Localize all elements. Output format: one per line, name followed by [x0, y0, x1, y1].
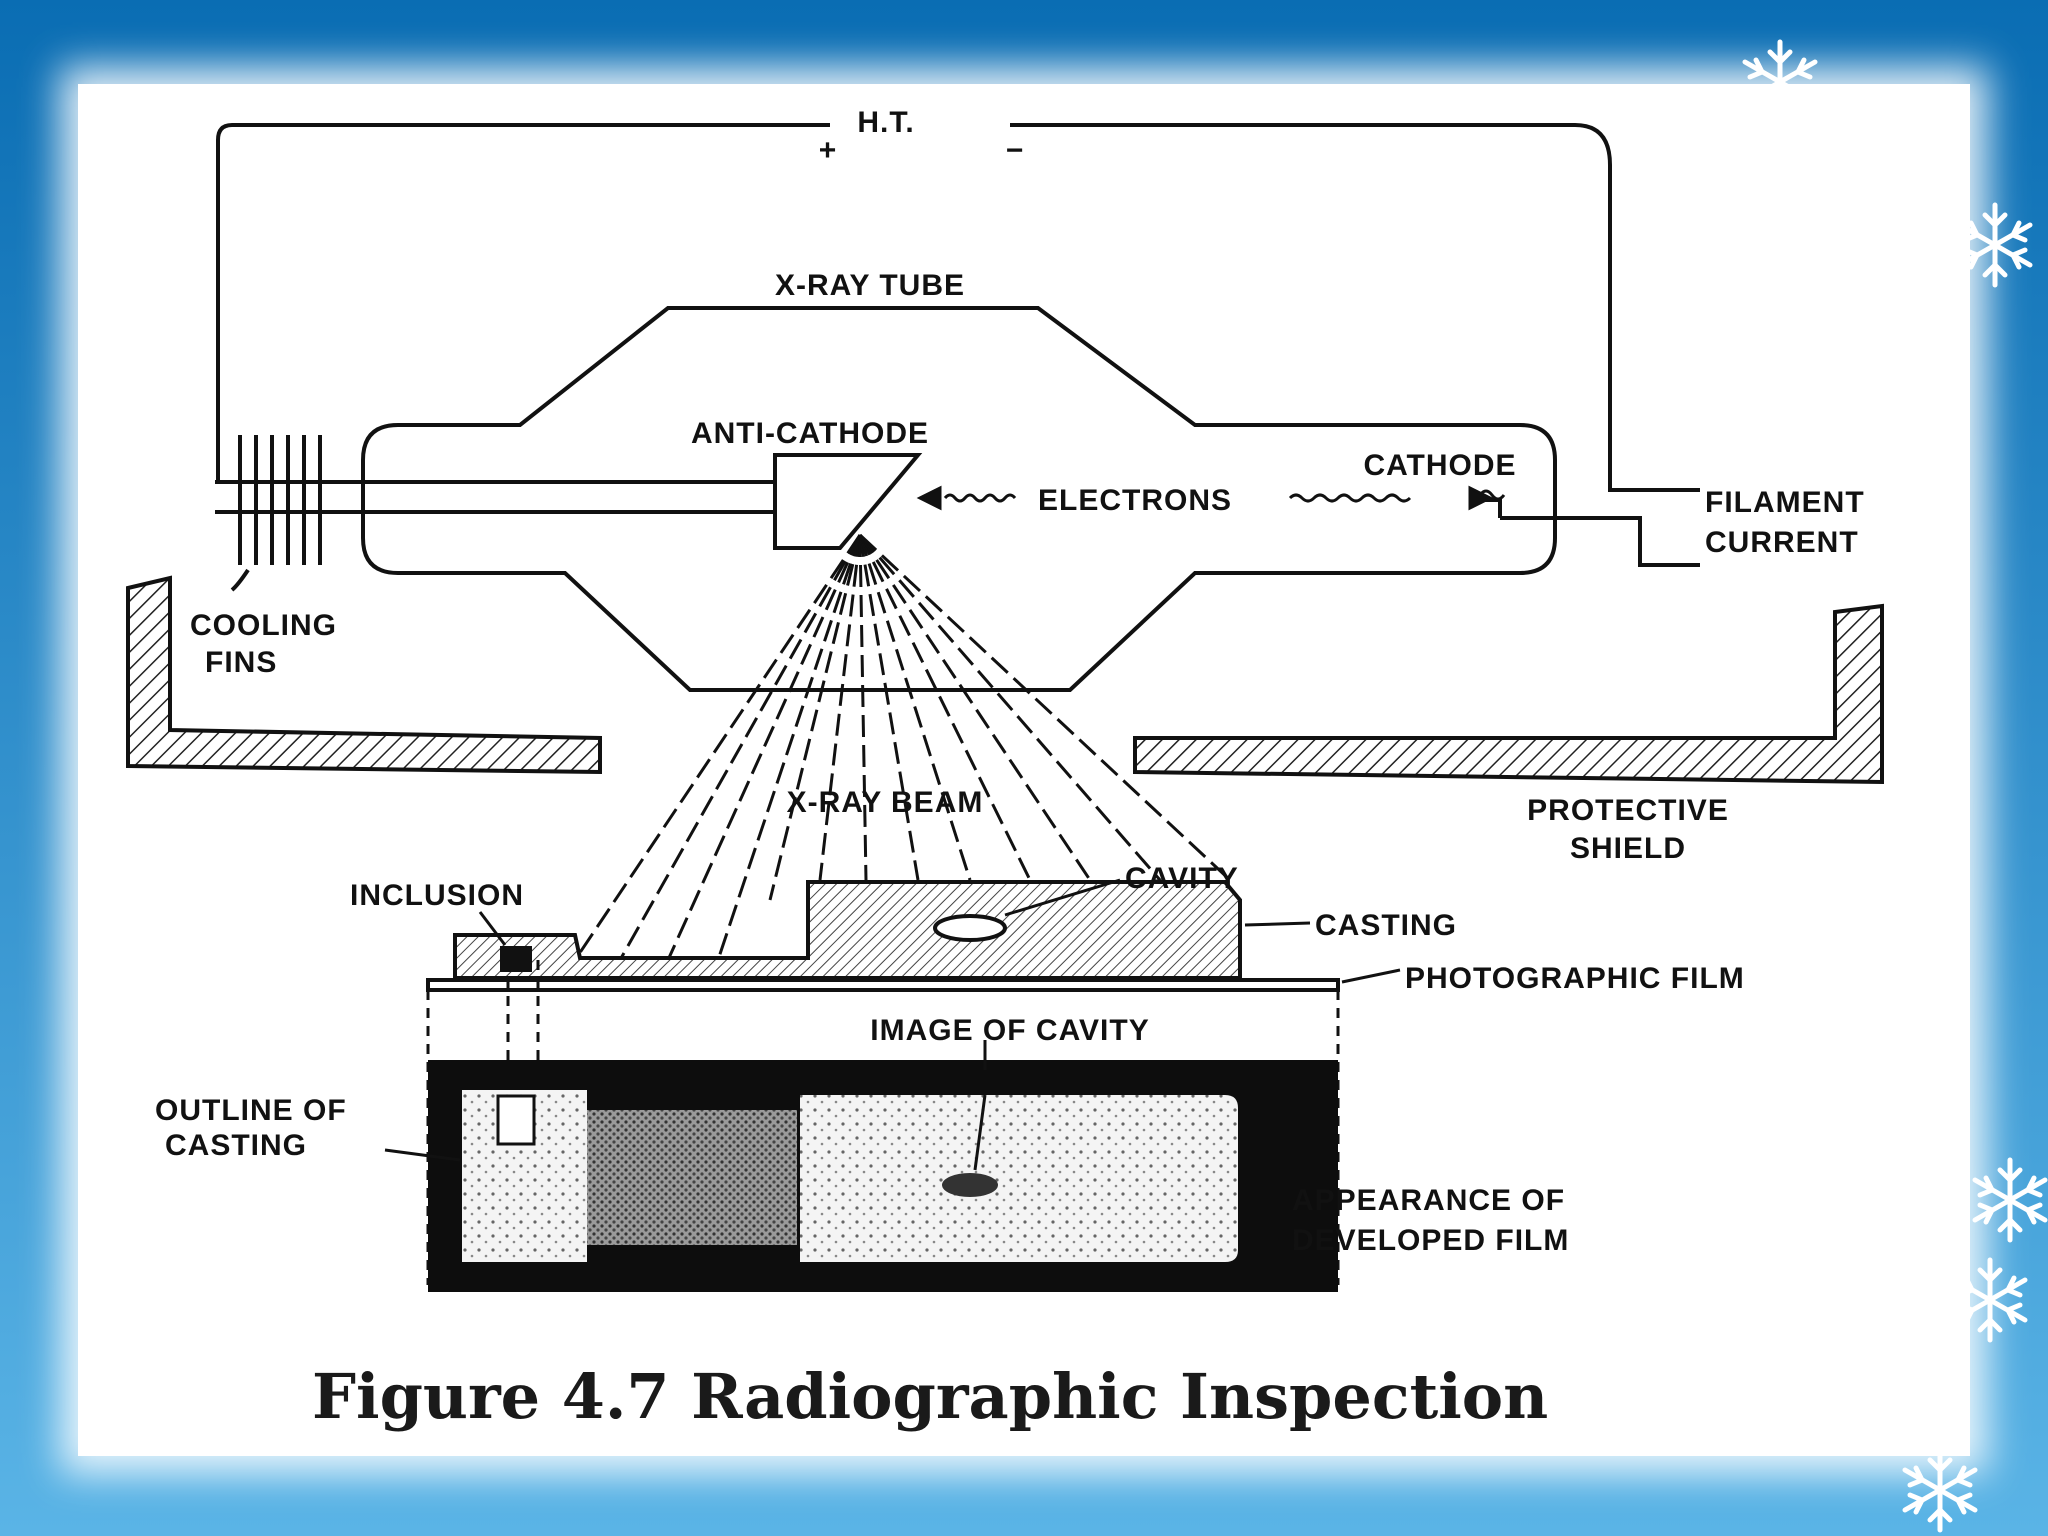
photographic-film	[426, 978, 1340, 992]
cooling-label: COOLING	[190, 609, 337, 642]
protective-shield-right	[1133, 603, 1884, 785]
cooling-fins	[238, 435, 322, 565]
xray-tube-label: X-RAY TUBE	[775, 269, 965, 302]
anode-rod	[215, 480, 775, 514]
protective-label: PROTECTIVE	[1527, 794, 1729, 827]
filament-label: FILAMENT	[1705, 486, 1865, 519]
label-leaders	[384, 878, 1401, 1162]
ht-label: H.T.	[857, 106, 914, 139]
cooling-fins-leader	[230, 568, 250, 592]
cavity-label: CAVITY	[1125, 862, 1239, 895]
ht-circuit	[216, 123, 1700, 567]
cavity-image	[942, 1173, 998, 1197]
developed-film	[428, 1040, 1338, 1292]
shield-label: SHIELD	[1570, 832, 1686, 865]
casting	[453, 880, 1242, 980]
cathode-label: CATHODE	[1363, 449, 1516, 482]
image-of-cavity-label: IMAGE OF CAVITY	[870, 1014, 1149, 1047]
outline-of-label: OUTLINE OF	[155, 1094, 347, 1127]
xray-beam-label: X-RAY BEAM	[787, 786, 984, 819]
fins-label: FINS	[205, 646, 277, 679]
xray-beam	[573, 533, 1232, 961]
protective-shield-left	[126, 575, 602, 775]
anti-cathode	[773, 453, 923, 550]
anti-cathode-label: ANTI-CATHODE	[691, 417, 929, 450]
inclusion-label: INCLUSION	[350, 879, 524, 912]
inclusion	[500, 946, 532, 972]
outline-casting-label: CASTING	[165, 1129, 307, 1162]
figure-caption: Figure 4.7 Radiographic Inspection	[312, 1360, 1549, 1433]
electrons-label: ELECTRONS	[1038, 484, 1232, 517]
appearance-label: APPEARANCE OF	[1292, 1184, 1565, 1217]
current-label: CURRENT	[1705, 526, 1859, 559]
developed-film-label: DEVELOPED FILM	[1292, 1224, 1569, 1257]
xray-tube-envelope	[361, 306, 1557, 692]
casting-label: CASTING	[1315, 909, 1457, 942]
electron-stream	[916, 485, 1494, 511]
photographic-film-label: PHOTOGRAPHIC FILM	[1405, 962, 1745, 995]
cavity	[933, 914, 1007, 942]
ht-minus-label: −	[1006, 134, 1025, 167]
ht-plus-label: +	[819, 134, 838, 167]
